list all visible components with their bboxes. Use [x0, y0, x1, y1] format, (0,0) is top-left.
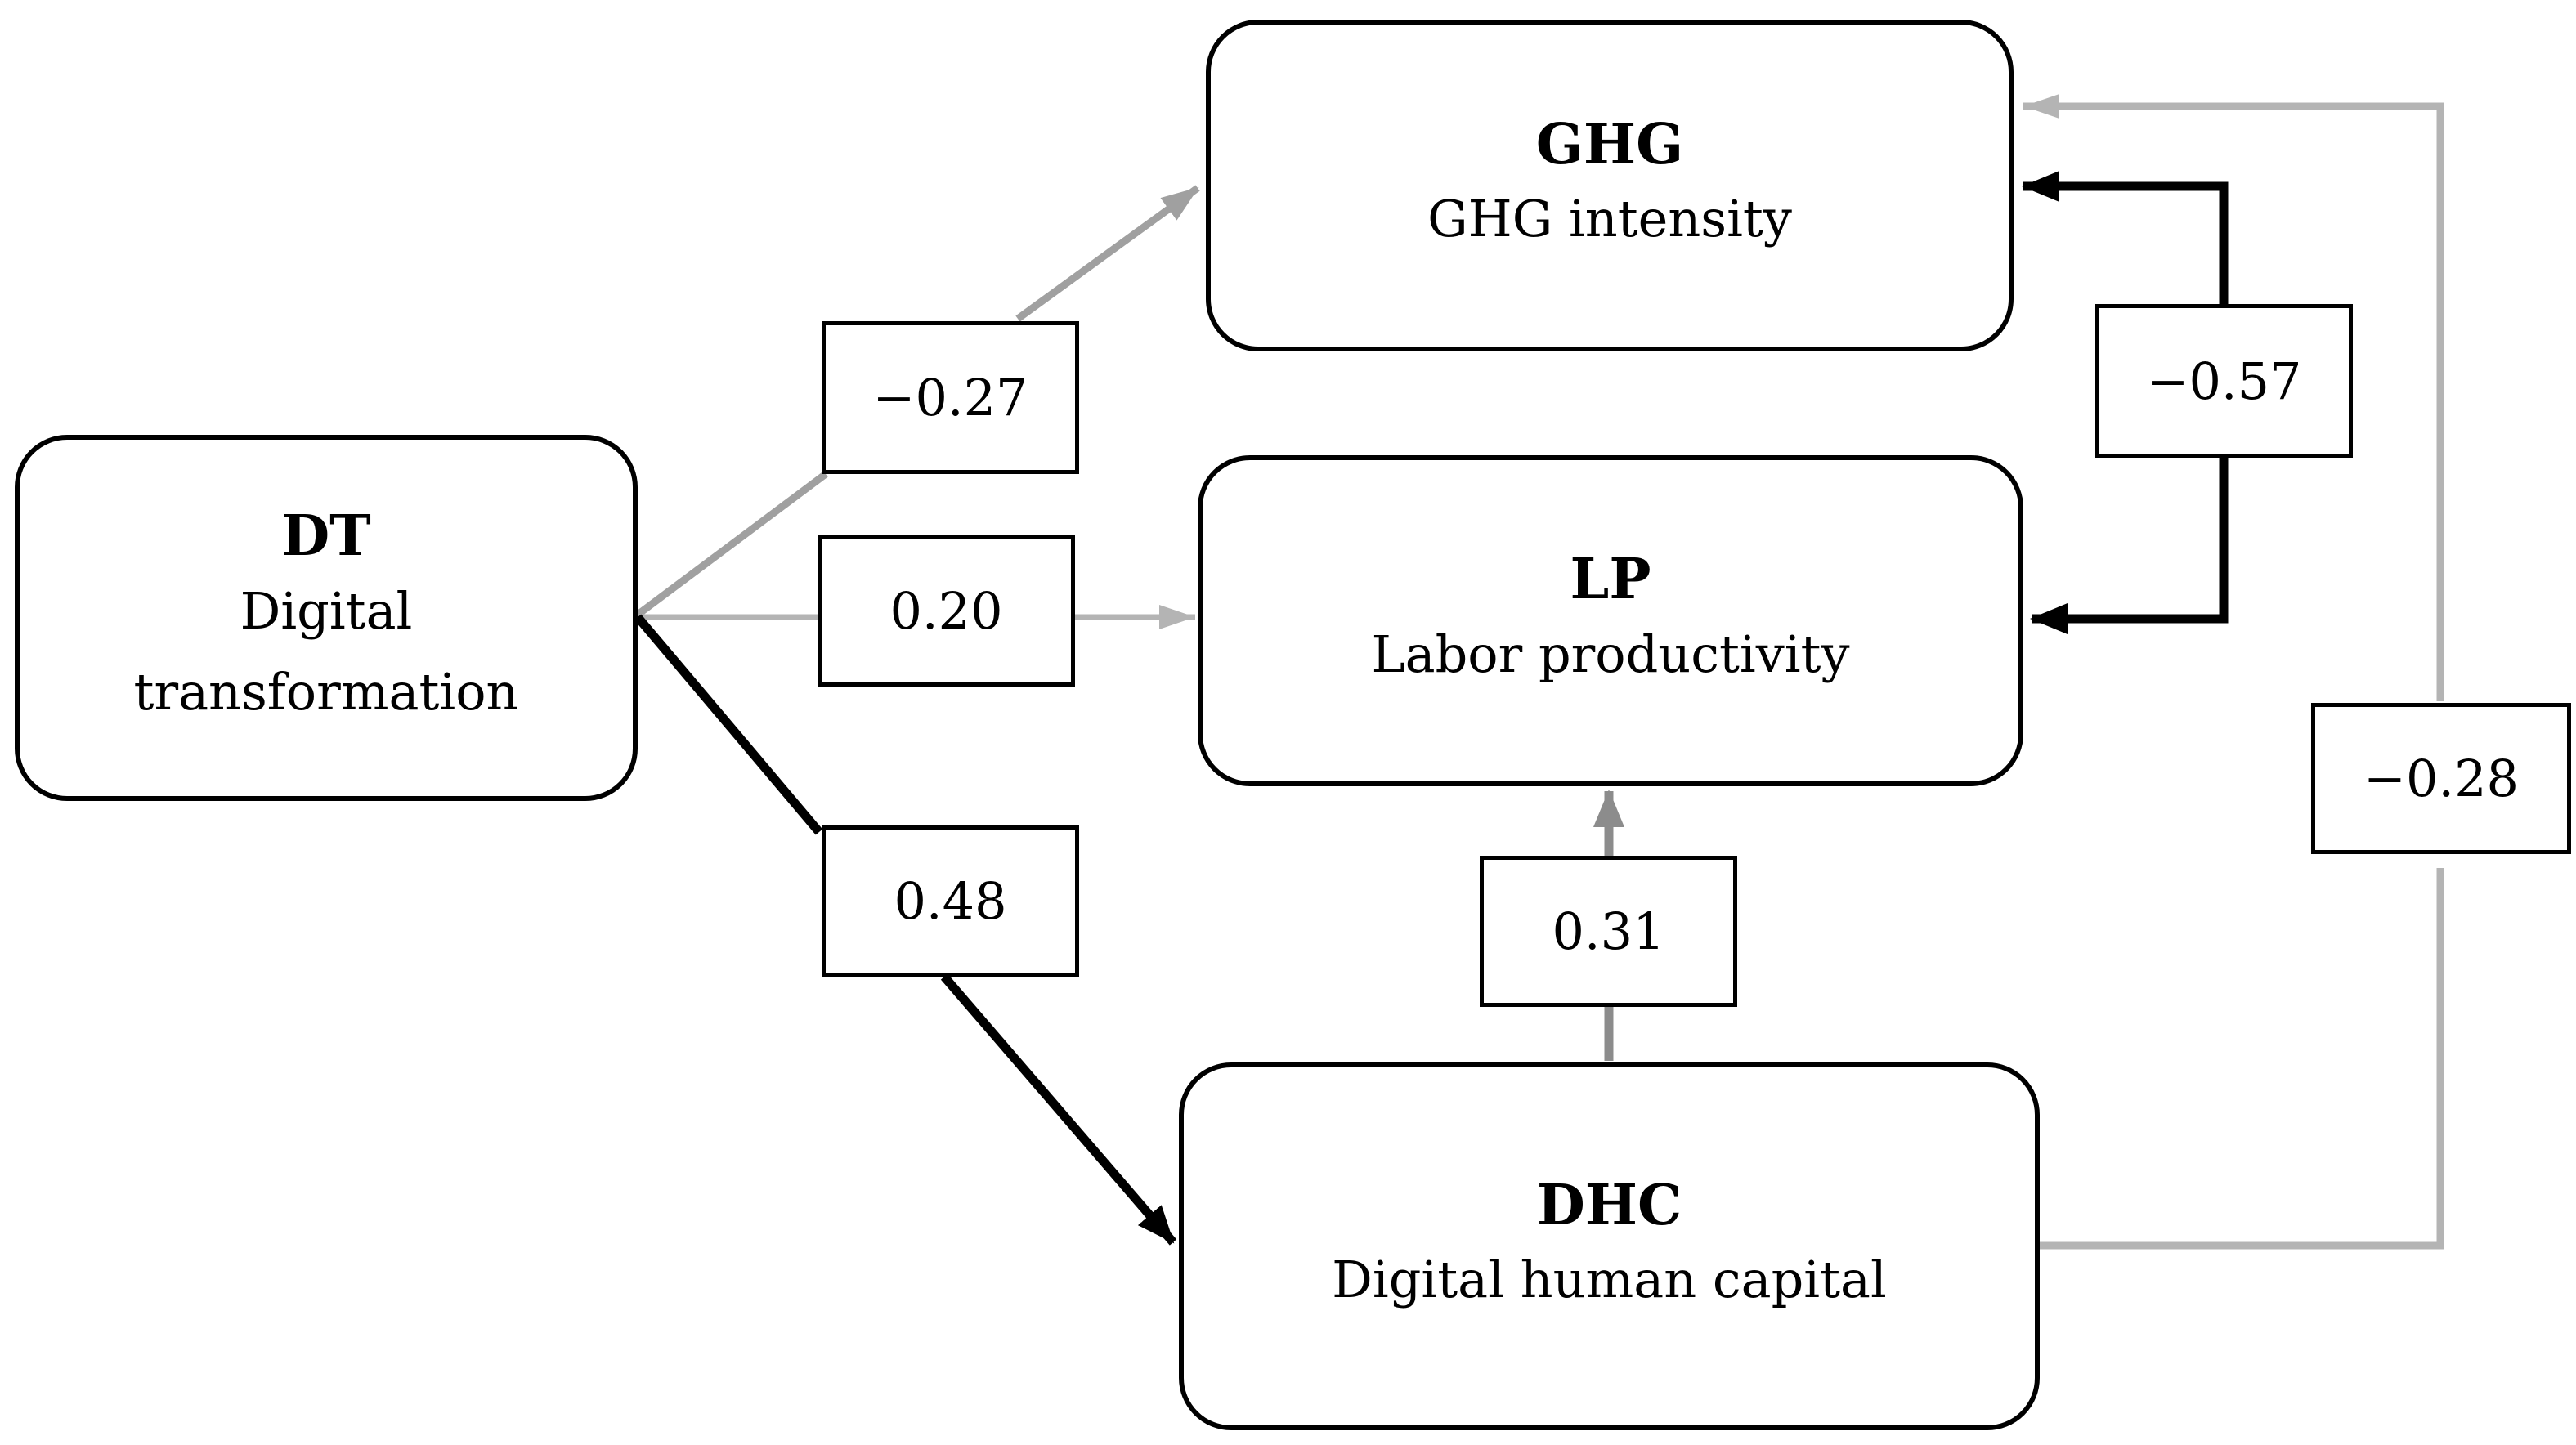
node-ghg-desc: GHG intensity — [1427, 189, 1792, 249]
node-dt: DT Digital transformation — [15, 435, 638, 801]
arrow-dt-to-ghg — [635, 471, 828, 618]
arrow-dhc-to-ghg — [2040, 868, 2444, 1250]
node-dt-desc: Digital transformation — [133, 580, 519, 722]
arrow-lp-to-ghg-upper — [2022, 171, 2229, 304]
node-lp: LP Labor productivity — [1198, 455, 2023, 786]
arrow-dt-to-dhc-head — [940, 973, 1177, 1246]
arrow-dhc-to-ghg-head — [2023, 94, 2444, 701]
node-ghg: GHG GHG intensity — [1206, 20, 2014, 351]
node-lp-title: LP — [1570, 547, 1651, 613]
arrow-dt-to-ghg-head — [1015, 185, 1200, 322]
node-dhc-title: DHC — [1536, 1172, 1682, 1238]
coef-dt-dhc: 0.48 — [822, 825, 1079, 977]
coef-dhc-ghg: −0.28 — [2311, 703, 2571, 854]
node-dt-title: DT — [281, 503, 371, 570]
node-dhc: DHC Digital human capital — [1179, 1062, 2040, 1430]
arrow-dt-to-dhc — [634, 614, 823, 835]
node-lp-desc: Labor productivity — [1371, 624, 1850, 684]
coef-dhc-lp: 0.31 — [1480, 856, 1737, 1007]
coef-dt-ghg: −0.27 — [822, 321, 1079, 474]
arrow-lp-to-ghg-lower — [2030, 458, 2229, 634]
coef-lp-ghg: −0.57 — [2095, 304, 2353, 458]
node-dhc-desc: Digital human capital — [1332, 1250, 1887, 1310]
coef-dt-lp: 0.20 — [818, 535, 1075, 687]
node-ghg-title: GHG — [1535, 111, 1684, 177]
